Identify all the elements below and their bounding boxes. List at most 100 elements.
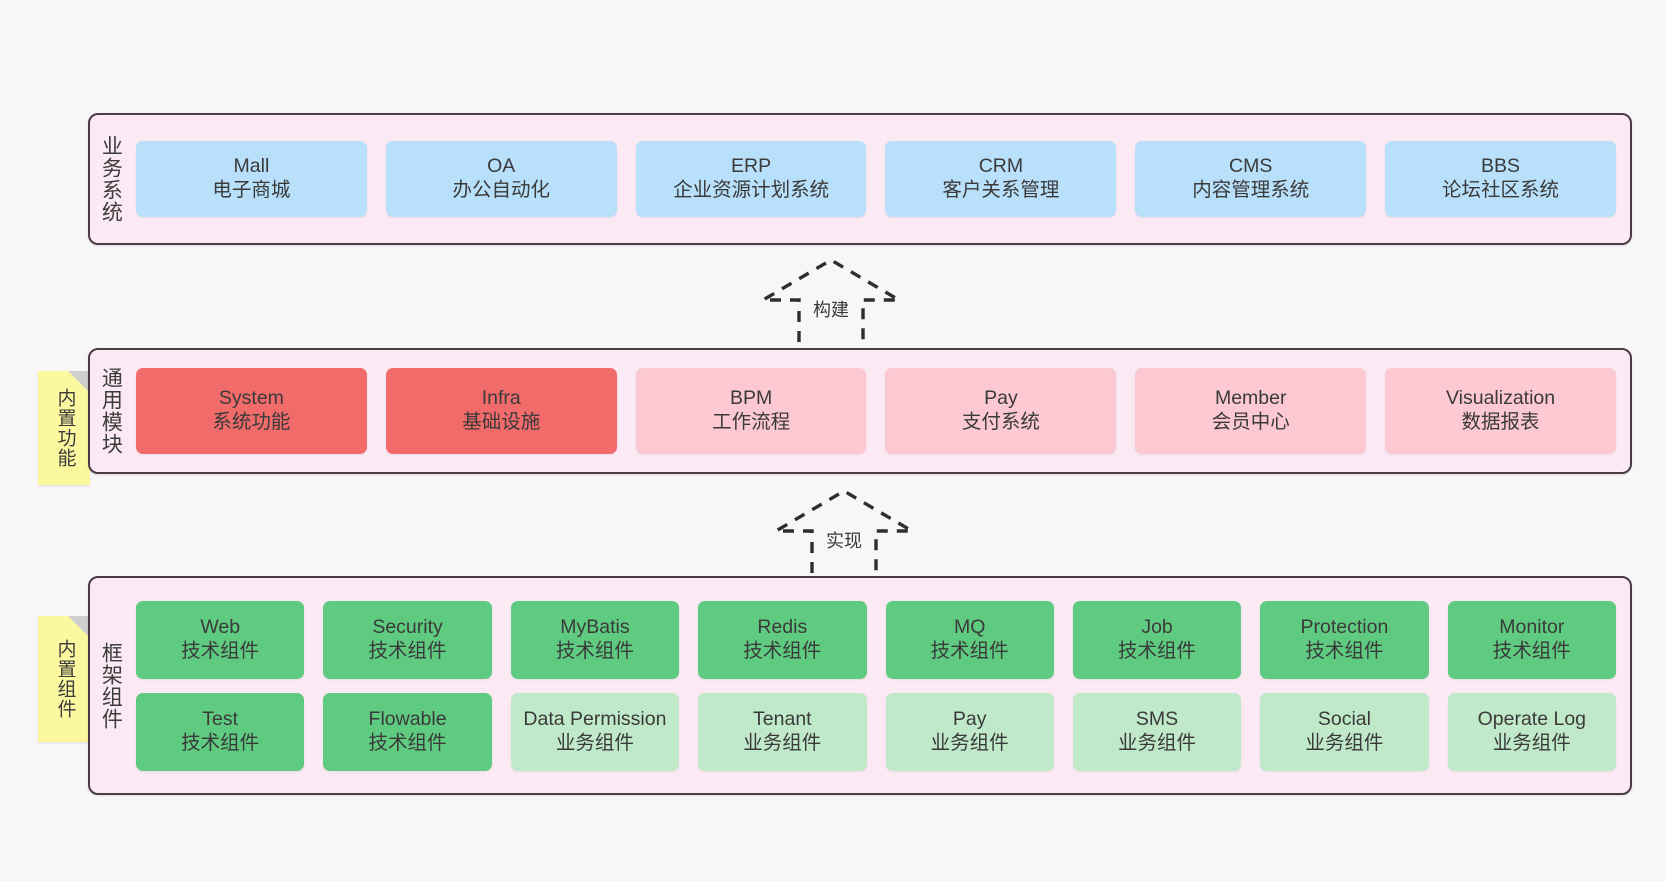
card-security-subtitle: 技术组件	[368, 639, 447, 662]
card-cms-subtitle: 内容管理系统	[1192, 179, 1310, 201]
card-erp-subtitle: 企业资源计划系统	[673, 179, 830, 201]
card-flowable-title: Flowable	[368, 707, 447, 730]
note-builtin-functions: 内置功能	[38, 371, 90, 485]
arrow-realize-shape	[769, 489, 919, 573]
card-member-subtitle: 会员中心	[1211, 411, 1290, 433]
card-mybatis[interactable]: MyBatis 技术组件	[510, 600, 680, 679]
card-mybatis-title: MyBatis	[560, 615, 630, 638]
card-mall-subtitle: 电子商城	[212, 179, 291, 201]
card-bbs[interactable]: BBS 论坛社区系统	[1385, 141, 1616, 217]
card-web-title: Web	[200, 615, 241, 638]
layer-business-system-label: 业务系统	[99, 135, 123, 223]
note-builtin-components-label: 内置组件	[54, 639, 76, 719]
card-oa[interactable]: OA 办公自动化	[385, 141, 617, 217]
card-monitor[interactable]: Monitor 技术组件	[1447, 600, 1616, 679]
layer-framework-components-body: Web 技术组件 Security 技术组件 MyBatis 技术组件 Redi…	[130, 578, 1630, 793]
card-mall[interactable]: Mall 电子商城	[136, 141, 367, 217]
card-member-title: Member	[1214, 387, 1287, 410]
card-visualization[interactable]: Visualization 数据报表	[1385, 368, 1616, 454]
card-bpm-title: BPM	[729, 387, 773, 410]
card-operate-log-title: Operate Log	[1477, 707, 1587, 730]
card-protection-subtitle: 技术组件	[1305, 639, 1384, 662]
framework-row-business: Test 技术组件 Flowable 技术组件 Data Permission …	[136, 692, 1616, 771]
card-tenant-title: Tenant	[753, 707, 812, 730]
card-redis[interactable]: Redis 技术组件	[698, 600, 867, 679]
card-infra[interactable]: Infra 基础设施	[385, 368, 617, 454]
card-erp[interactable]: ERP 企业资源计划系统	[635, 141, 867, 217]
card-bbs-title: BBS	[1481, 155, 1521, 178]
card-sms-title: SMS	[1135, 707, 1179, 730]
card-web-subtitle: 技术组件	[181, 639, 260, 662]
card-flowable[interactable]: Flowable 技术组件	[323, 692, 492, 771]
card-job[interactable]: Job 技术组件	[1072, 600, 1242, 679]
card-test-subtitle: 技术组件	[181, 731, 260, 754]
card-protection[interactable]: Protection 技术组件	[1260, 600, 1429, 679]
card-redis-title: Redis	[757, 615, 808, 638]
card-flowable-subtitle: 技术组件	[368, 731, 447, 754]
card-tenant[interactable]: Tenant 业务组件	[698, 692, 867, 771]
layer-common-modules-body: System 系统功能 Infra 基础设施 BPM 工作流程 Pay 支付系统…	[130, 350, 1630, 472]
card-mq[interactable]: MQ 技术组件	[885, 600, 1054, 679]
card-pay-module[interactable]: Pay 支付系统	[885, 368, 1117, 454]
card-mq-subtitle: 技术组件	[930, 639, 1009, 662]
card-job-title: Job	[1141, 615, 1173, 638]
card-cms[interactable]: CMS 内容管理系统	[1135, 141, 1367, 217]
card-test[interactable]: Test 技术组件	[136, 692, 305, 771]
framework-row-tech: Web 技术组件 Security 技术组件 MyBatis 技术组件 Redi…	[136, 600, 1616, 679]
card-visualization-subtitle: 数据报表	[1461, 411, 1540, 433]
card-data-permission-subtitle: 业务组件	[555, 731, 634, 754]
card-social-title: Social	[1317, 707, 1371, 730]
card-member[interactable]: Member 会员中心	[1135, 368, 1367, 454]
card-test-title: Test	[202, 707, 239, 730]
layer-business-system-body: Mall 电子商城 OA 办公自动化 ERP 企业资源计划系统 CRM 客户关系…	[130, 115, 1630, 243]
layer-framework-components-label: 框架组件	[99, 641, 123, 730]
card-system[interactable]: System 系统功能	[136, 368, 367, 454]
arrow-realize-label: 实现	[826, 531, 862, 551]
card-data-permission[interactable]: Data Permission 业务组件	[510, 692, 680, 771]
card-bbs-subtitle: 论坛社区系统	[1442, 179, 1560, 201]
card-cms-title: CMS	[1229, 155, 1273, 178]
card-mybatis-subtitle: 技术组件	[555, 639, 634, 662]
arrow-build-shape	[756, 258, 906, 342]
card-sms[interactable]: SMS 业务组件	[1072, 692, 1242, 771]
card-protection-title: Protection	[1300, 615, 1389, 638]
card-operate-log-subtitle: 业务组件	[1492, 731, 1571, 754]
card-redis-subtitle: 技术组件	[743, 639, 822, 662]
card-sms-subtitle: 业务组件	[1118, 731, 1197, 754]
note-builtin-functions-label: 内置功能	[54, 388, 76, 468]
card-operate-log[interactable]: Operate Log 业务组件	[1447, 692, 1616, 771]
card-pay-component-subtitle: 业务组件	[930, 731, 1009, 754]
card-visualization-title: Visualization	[1445, 387, 1556, 410]
card-pay-component[interactable]: Pay 业务组件	[885, 692, 1054, 771]
card-bpm[interactable]: BPM 工作流程	[635, 368, 867, 454]
card-pay-component-title: Pay	[952, 707, 987, 730]
card-erp-title: ERP	[731, 155, 772, 178]
arrow-realize: 实现	[768, 487, 920, 579]
business-card-row: Mall 电子商城 OA 办公自动化 ERP 企业资源计划系统 CRM 客户关系…	[136, 141, 1616, 217]
card-monitor-subtitle: 技术组件	[1492, 639, 1571, 662]
card-mq-title: MQ	[953, 615, 986, 638]
card-pay-module-title: Pay	[984, 387, 1018, 410]
card-pay-module-subtitle: 支付系统	[961, 411, 1040, 433]
card-social[interactable]: Social 业务组件	[1260, 692, 1429, 771]
card-security[interactable]: Security 技术组件	[323, 600, 492, 679]
card-web[interactable]: Web 技术组件	[136, 600, 305, 679]
layer-framework-components: 框架组件 Web 技术组件 Security 技术组件 MyBatis 技术组件	[88, 576, 1632, 795]
note-builtin-components: 内置组件	[38, 616, 90, 742]
card-social-subtitle: 业务组件	[1305, 731, 1384, 754]
note-fold-corner-icon	[68, 371, 90, 393]
card-oa-subtitle: 办公自动化	[452, 179, 550, 201]
module-card-row: System 系统功能 Infra 基础设施 BPM 工作流程 Pay 支付系统…	[136, 368, 1616, 454]
card-crm[interactable]: CRM 客户关系管理	[885, 141, 1117, 217]
layer-common-modules: 通用模块 System 系统功能 Infra 基础设施 BPM 工作流程 Pay	[88, 348, 1632, 474]
card-tenant-subtitle: 业务组件	[743, 731, 822, 754]
layer-business-system: 业务系统 Mall 电子商城 OA 办公自动化 ERP 企业资源计划系统 CRM	[88, 113, 1632, 245]
card-infra-title: Infra	[481, 387, 521, 410]
card-oa-title: OA	[487, 155, 516, 178]
card-bpm-subtitle: 工作流程	[712, 411, 791, 433]
card-job-subtitle: 技术组件	[1118, 639, 1197, 662]
arrow-build-label: 构建	[813, 300, 849, 320]
card-mall-title: Mall	[233, 155, 270, 178]
framework-grid: Web 技术组件 Security 技术组件 MyBatis 技术组件 Redi…	[136, 600, 1616, 771]
